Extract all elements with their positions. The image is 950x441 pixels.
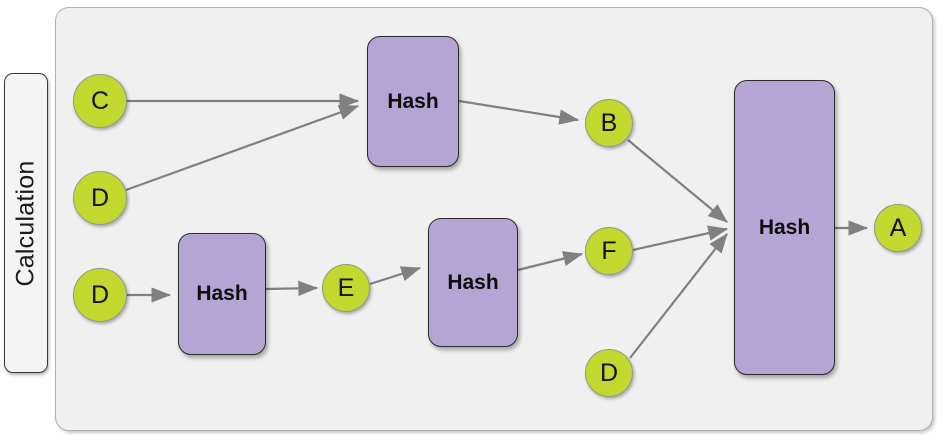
- n-d2-label: D: [90, 280, 110, 309]
- n-a-label: A: [889, 213, 907, 242]
- edge-e-to-hash-middle: [369, 266, 422, 286]
- node-d-n-d2[interactable]: D: [73, 268, 127, 322]
- edge-d-to-hash-final: [629, 233, 728, 359]
- hash-left-box[interactable]: Hash: [178, 233, 266, 355]
- n-b-label: B: [600, 108, 618, 137]
- edge-f-to-hash-final: [632, 225, 729, 252]
- n-d1-label: D: [90, 183, 110, 212]
- n-c-label: C: [90, 86, 110, 115]
- node-b-n-b[interactable]: B: [585, 99, 633, 147]
- hash-middle-label: Hash: [447, 270, 499, 294]
- n-f-label: F: [601, 236, 617, 265]
- hash-top-box[interactable]: Hash: [367, 36, 459, 167]
- node-f-n-f[interactable]: F: [585, 227, 633, 275]
- edge-hash-left-to-e: [265, 280, 319, 297]
- node-e-n-e[interactable]: E: [322, 264, 370, 312]
- node-c-n-c[interactable]: C: [73, 74, 127, 128]
- calculation-tab[interactable]: Calculation: [4, 73, 48, 373]
- node-a-n-a[interactable]: A: [874, 204, 922, 252]
- edge-b-to-hash-final: [627, 139, 728, 223]
- hash-middle-box[interactable]: Hash: [428, 218, 518, 347]
- node-d-n-d3[interactable]: D: [585, 349, 633, 397]
- edge-hash-top-to-b: [458, 99, 580, 125]
- node-d-n-d1[interactable]: D: [73, 171, 127, 225]
- hash-left-label: Hash: [196, 282, 248, 305]
- n-d3-label: D: [599, 358, 619, 387]
- hash-final-box[interactable]: Hash: [734, 80, 835, 375]
- n-e-label: E: [337, 273, 355, 302]
- hash-final-label: Hash: [758, 215, 811, 239]
- edge-hash-middle-to-f: [517, 251, 584, 272]
- calculation-tab-label: Calculation: [11, 160, 40, 286]
- edge-d-to-hash-top: [125, 104, 360, 192]
- hash-top-label: Hash: [387, 89, 439, 113]
